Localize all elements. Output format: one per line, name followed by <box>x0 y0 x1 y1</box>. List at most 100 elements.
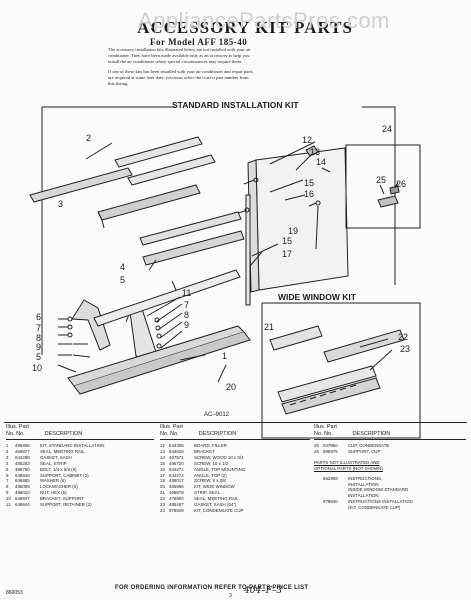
illus-no: 20 <box>160 484 165 490</box>
illus-no: 5 <box>6 466 9 472</box>
intro-line: this listing. <box>108 81 129 87</box>
part-description: (KIT, CONDENSATE CUP) <box>348 505 401 511</box>
parts-note: OPTIONAL PARTS (NOT SHOWN) <box>314 465 383 471</box>
part-no: 647850 <box>323 443 338 448</box>
page-number: 3 <box>229 593 232 599</box>
table-row: INSTALLATION <box>314 482 466 488</box>
part-no: 978929 <box>169 507 184 513</box>
part-description: BOARD, FILLER <box>194 443 227 448</box>
illus-no: 12 <box>160 443 165 448</box>
callout-22: 22 <box>398 332 409 342</box>
callout-1: 1 <box>222 351 228 361</box>
part-cabinet-support-6 <box>71 299 111 351</box>
intro-line: conditioner. They have been made availab… <box>108 53 250 59</box>
part-description: SCREW, WOOD 10 x 3/4 <box>194 454 244 460</box>
part-filler-board-12 <box>255 147 349 291</box>
bracket-13 <box>305 145 319 157</box>
part-gasket-3b <box>127 154 216 186</box>
part-description: BRACKET <box>194 448 215 454</box>
part-seal-strip-21 <box>269 325 323 351</box>
part-description: SEAL, MEETING RAIL <box>194 496 239 502</box>
illus-no: 11 <box>6 502 11 508</box>
part-no: 486720 <box>169 460 184 466</box>
illus-no: 26 <box>314 448 319 454</box>
callout-12: 12 <box>302 135 313 145</box>
illus-no: 15 <box>160 460 165 466</box>
callout-8b: 8 <box>184 310 190 320</box>
header-description: DESCRIPTION <box>352 430 391 437</box>
part-description: LOCKWASHER (6) <box>40 484 78 490</box>
callout-19: 19 <box>288 226 299 236</box>
part-condensate-cup-25 <box>377 195 399 208</box>
intro-line: The accessory installation kits illustra… <box>108 47 251 52</box>
callout-21: 21 <box>264 322 275 332</box>
model-subtitle: For Model AFF 185-40 <box>150 37 248 47</box>
part-description: INSTALLATION <box>348 481 379 487</box>
header-numbers: No. No. <box>160 430 179 437</box>
part-seal-strip-2 <box>29 167 133 203</box>
table-top-rule <box>4 422 467 423</box>
illus-no: 6 <box>6 472 9 478</box>
callout-11: 11 <box>182 288 192 298</box>
part-description: ANGLE, TOP (2) <box>194 472 227 478</box>
part-angle-17 <box>245 194 251 306</box>
part-no: 467571 <box>169 454 184 460</box>
table-row: INSTALLATION <box>314 493 466 499</box>
illus-no: 21 <box>160 490 165 496</box>
callout-5b: 5 <box>36 352 42 362</box>
part-no: 652908 <box>323 475 338 481</box>
callout-7b: 7 <box>184 300 190 310</box>
part-description: SEAL, MEETING RAIL <box>40 448 85 454</box>
part-description: KIT, STANDARD INSTALLATION <box>40 443 105 448</box>
illus-no: 8 <box>6 484 9 490</box>
part-description: INSIDE WINDOW STANDARD <box>348 487 409 493</box>
part-gasket-23a <box>277 365 377 403</box>
illus-no: 3 <box>6 454 9 460</box>
illus-no: 23 <box>160 502 165 508</box>
header-rule <box>6 439 154 440</box>
illus-no: 13 <box>160 448 165 454</box>
part-description: STRIP, SEAL <box>194 490 221 496</box>
illus-no: 19 <box>160 478 165 484</box>
part-description: SUPPORT, CUP <box>348 448 381 454</box>
condensate-kit-box <box>345 144 421 229</box>
part-description: WASHER (6) <box>40 478 66 484</box>
part-no: 649946 <box>15 472 30 478</box>
callout-6: 6 <box>36 312 42 322</box>
part-no <box>323 505 348 511</box>
part-description: NUT, HEX (6) <box>40 490 67 496</box>
part-no: 644272 <box>169 472 184 478</box>
header-line: Illus. Part <box>6 424 29 430</box>
callout-4: 4 <box>120 262 126 272</box>
table-row: INSIDE WINDOW STANDARD <box>314 487 466 493</box>
illus-no: 1 <box>6 443 9 448</box>
part-no: 646885 <box>15 478 30 484</box>
callout-3: 3 <box>58 199 64 209</box>
header-rule <box>160 439 310 440</box>
part-description: SUPPORT, CABINET (2) <box>40 472 89 478</box>
intro-line: If one of these kits has been installed … <box>108 68 253 74</box>
header-line: Illus. Part <box>160 424 183 430</box>
part-description: BRACKET, SUPPORT <box>40 496 84 502</box>
part-no: 644288 <box>15 454 30 460</box>
part-description: KIT, CONDENSATE CUP <box>194 507 244 513</box>
part-no: 649944 <box>15 502 30 508</box>
wide-window-kit-heading: WIDE WINDOW KIT <box>278 292 356 302</box>
illus-no: 2 <box>6 448 9 454</box>
parts-note: PARTS NOT ILLUSTRATED AND <box>314 459 380 465</box>
